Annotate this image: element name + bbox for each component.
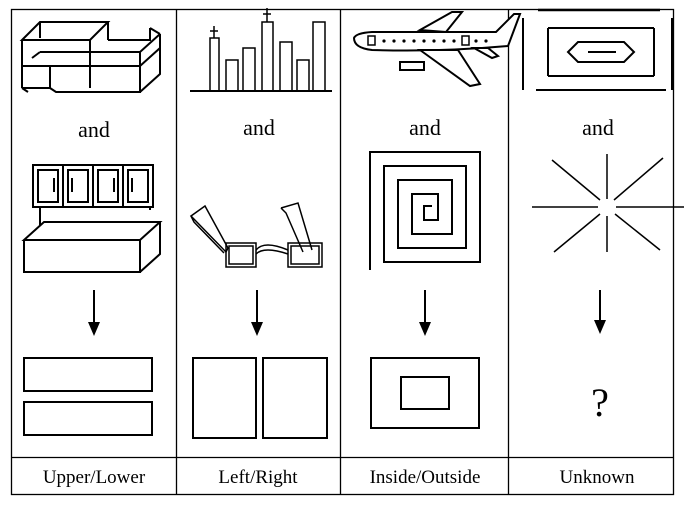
column-upper-lower: and Upper/Lower <box>19 21 163 488</box>
square-spiral-icon <box>369 151 481 270</box>
airplane-icon <box>352 11 522 88</box>
column-inside-outside: and Inside/Outside <box>352 11 522 488</box>
and-label: and <box>409 115 441 140</box>
caption-upper-lower: Upper/Lower <box>43 467 146 488</box>
radiating-lines-icon <box>532 154 684 253</box>
concentric-frames-icon <box>522 8 673 91</box>
column-unknown: and ? Unknown <box>522 8 684 488</box>
table-grid <box>10 8 675 496</box>
down-arrow-icon <box>88 290 100 336</box>
caption-left-right: Left/Right <box>218 467 298 488</box>
two-stacked-rectangles-icon <box>23 357 153 436</box>
outer-border <box>10 8 675 496</box>
caption-inside-outside: Inside/Outside <box>370 467 481 488</box>
sofa-icon <box>19 21 161 93</box>
caption-unknown: Unknown <box>560 467 635 488</box>
kitchen-cabinets-icon <box>21 164 163 273</box>
two-side-by-side-rectangles-icon <box>192 357 328 439</box>
and-label: and <box>243 115 275 140</box>
and-label: and <box>582 115 614 140</box>
bar-graph-icon <box>190 8 332 92</box>
and-label: and <box>78 117 110 142</box>
down-arrow-icon <box>594 290 606 334</box>
question-mark: ? <box>591 380 609 425</box>
column-left-right: and Left/Right <box>189 8 332 488</box>
nested-rectangles-icon <box>370 357 480 429</box>
down-arrow-icon <box>251 290 263 336</box>
down-arrow-icon <box>419 290 431 336</box>
eyeglasses-icon <box>189 202 323 268</box>
